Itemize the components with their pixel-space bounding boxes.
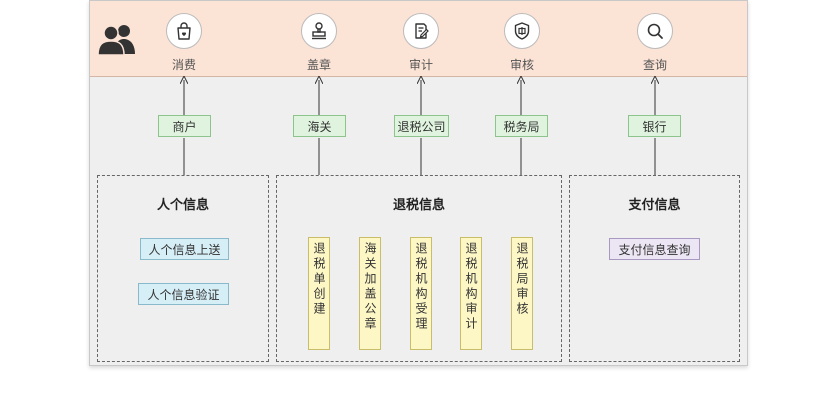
actor-tax-bureau: 税务局 — [495, 115, 548, 137]
icon-label-query: 查询 — [642, 58, 667, 72]
refund-item-bureau-review: 退税局审核 — [511, 237, 533, 350]
search-icon — [637, 13, 673, 49]
shield-review-icon — [504, 13, 540, 49]
group-personal-title: 人个信息 — [156, 198, 209, 213]
icon-label-review: 审核 — [509, 58, 534, 72]
icon-label-audit: 审计 — [408, 58, 433, 72]
group-refund-title: 退税信息 — [392, 198, 445, 213]
group-personal-info — [97, 175, 269, 362]
refund-item-customs-stamp: 海关加盖公章 — [359, 237, 381, 350]
icon-label-consume: 消费 — [171, 58, 196, 72]
stamp-icon — [301, 13, 337, 49]
group-payment-info — [569, 175, 740, 362]
actor-bank: 银行 — [628, 115, 681, 137]
shopping-bag-icon — [166, 13, 202, 49]
actor-customs: 海关 — [293, 115, 346, 137]
payment-item-query: 支付信息查询 — [609, 238, 700, 260]
personal-item-verify: 人个信息验证 — [138, 283, 229, 305]
actor-refund-company: 退税公司 — [394, 115, 449, 137]
group-refund-info — [276, 175, 562, 362]
refund-item-agency-audit: 退税机构审计 — [460, 237, 482, 350]
actor-merchant: 商户 — [158, 115, 211, 137]
personal-item-upload: 人个信息上送 — [140, 238, 229, 260]
icon-label-seal: 盖章 — [306, 58, 331, 72]
refund-item-create: 退税单创建 — [308, 237, 330, 350]
refund-item-agency-accept: 退税机构受理 — [410, 237, 432, 350]
users-icon — [97, 25, 135, 56]
audit-document-icon — [403, 13, 439, 49]
group-payment-title: 支付信息 — [628, 198, 681, 213]
